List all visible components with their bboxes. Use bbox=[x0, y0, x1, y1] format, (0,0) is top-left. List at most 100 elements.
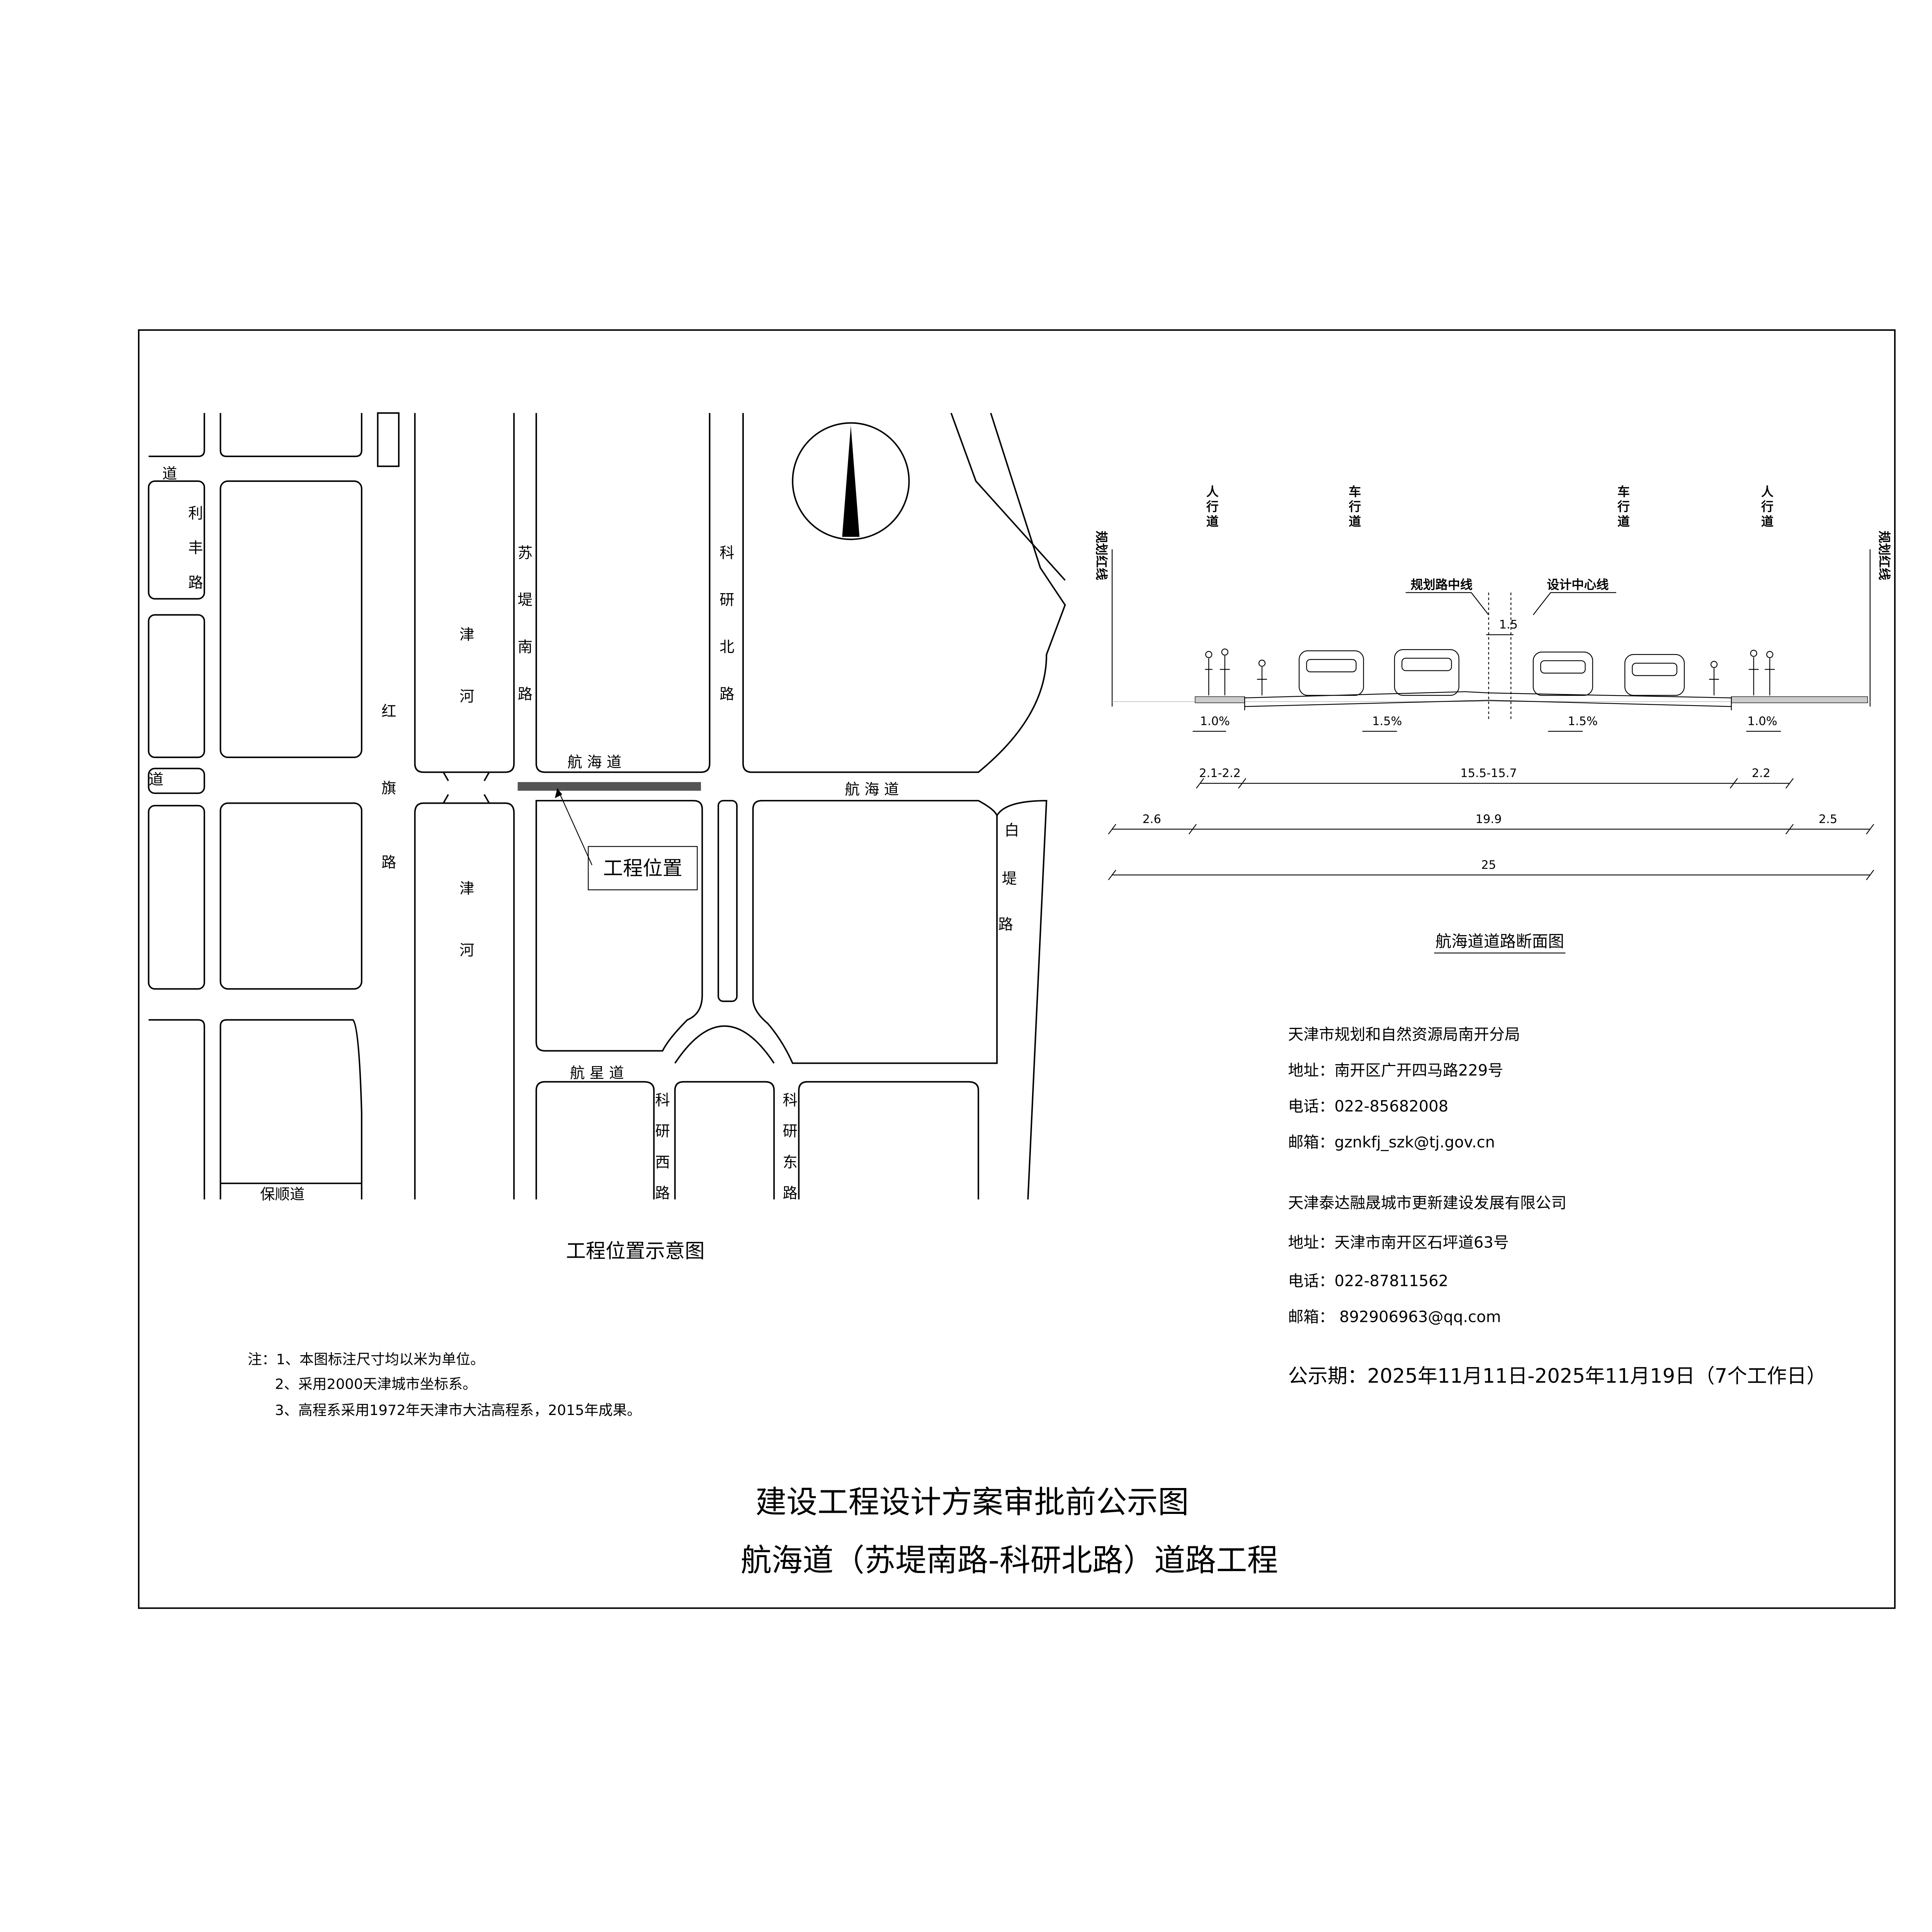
notes: 注：1、本图标注尺寸均以米为单位。 2、采用2000天津城市坐标系。 3、高程系… bbox=[248, 1351, 641, 1418]
baidi-road-3: 路 bbox=[998, 916, 1013, 933]
car-icon bbox=[1532, 651, 1593, 696]
red-line-label-right: 规划红线 bbox=[1877, 531, 1891, 580]
cross-section: 人行道 车行道 车行道 人行道 规划红线 规划红线 规划路中线 设计中心线 1.… bbox=[1094, 485, 1891, 954]
pedestrian-icon bbox=[1765, 651, 1775, 696]
keyan-east-2: 研 bbox=[783, 1123, 798, 1140]
dim-right-setback: 2.5 bbox=[1819, 813, 1837, 826]
project-location-label: 工程位置 bbox=[603, 857, 682, 880]
centerline-leaders bbox=[1405, 592, 1616, 616]
vertical-label-char: 道 bbox=[1206, 514, 1219, 529]
baidi-road-2: 堤 bbox=[1002, 870, 1017, 888]
hongqi-road-1: 红 bbox=[381, 703, 396, 720]
dim-left-setback: 2.6 bbox=[1143, 813, 1161, 826]
slope-3: 1.5% bbox=[1568, 715, 1597, 728]
contact-address-1: 地址：南开区广开四马路229号 bbox=[1288, 1062, 1503, 1080]
contact-phone-1: 电话：022-85682008 bbox=[1288, 1098, 1448, 1116]
jinhe-lower-1: 津 bbox=[459, 880, 474, 898]
contact-phone-2: 电话：022-87811562 bbox=[1288, 1272, 1448, 1290]
car-icon bbox=[1299, 650, 1364, 696]
lifeng-road-2: 丰 bbox=[188, 539, 203, 557]
planned-centerline-label: 规划路中线 bbox=[1411, 577, 1473, 592]
keyan-east-3: 东 bbox=[783, 1154, 798, 1171]
design-centerline-label: 设计中心线 bbox=[1547, 577, 1609, 592]
keyan-west-1: 科 bbox=[655, 1092, 670, 1109]
keyan-north-1: 科 bbox=[719, 544, 734, 562]
cyclist-icon bbox=[1257, 660, 1267, 696]
contact-org-1: 天津市规划和自然资源局南开分局 bbox=[1288, 1026, 1520, 1044]
jinhe-upper-2: 河 bbox=[459, 688, 474, 706]
project-location-box bbox=[588, 846, 698, 891]
vertical-label-char: 行 bbox=[1617, 499, 1630, 514]
pedestrian-icon bbox=[1748, 650, 1759, 696]
baoshun-road: 保顺道 bbox=[260, 1186, 304, 1203]
vertical-label-char: 行 bbox=[1206, 499, 1219, 514]
road-label-dao-top: 道 bbox=[162, 465, 177, 483]
label-carriageway-left: 车行道 bbox=[1348, 485, 1361, 529]
sidewalk-left bbox=[1195, 696, 1245, 703]
map-title: 工程位置示意图 bbox=[566, 1240, 705, 1263]
location-map: 工程位置 道 利 丰 路 道 红 旗 路 津 河 津 河 苏 堤 南 路 科 研… bbox=[148, 412, 1066, 1263]
vertical-label-char: 行 bbox=[1348, 499, 1361, 514]
keyan-north-3: 北 bbox=[719, 639, 734, 656]
vertical-label-char: 行 bbox=[1761, 499, 1774, 514]
dim-sidewalk-left: 2.1-2.2 bbox=[1199, 767, 1241, 780]
hongqi-road-2: 旗 bbox=[381, 780, 396, 797]
center-offset: 1.5 bbox=[1499, 618, 1518, 632]
slope-2: 1.5% bbox=[1372, 715, 1402, 728]
project-title: 航海道（苏堤南路-科研北路）道路工程 bbox=[741, 1543, 1278, 1578]
contact-address-2: 地址：天津市南开区石坪道63号 bbox=[1288, 1234, 1509, 1252]
red-line-label-left: 规划红线 bbox=[1094, 531, 1109, 580]
sudi-road-4: 路 bbox=[518, 685, 532, 703]
slope-1: 1.0% bbox=[1200, 715, 1230, 728]
lifeng-road-3: 路 bbox=[188, 574, 203, 592]
keyan-north-2: 研 bbox=[719, 592, 734, 609]
contact-org-2: 天津泰达融晟城市更新建设发展有限公司 bbox=[1288, 1194, 1566, 1212]
label-sidewalk-right: 人行道 bbox=[1761, 485, 1774, 529]
hongqi-road-3: 路 bbox=[381, 854, 396, 871]
pedestrian-icon bbox=[1220, 648, 1230, 696]
vertical-label-char: 道 bbox=[1617, 514, 1630, 529]
lifeng-road-1: 利 bbox=[188, 505, 203, 522]
road-label-dao-left: 道 bbox=[149, 771, 163, 788]
sheet-title: 建设工程设计方案审批前公示图 bbox=[755, 1484, 1189, 1520]
baidi-road-1: 白 bbox=[1004, 822, 1019, 839]
car-icon bbox=[1624, 654, 1685, 696]
pavement bbox=[1244, 691, 1732, 711]
hanghai-road-east: 航 海 道 bbox=[845, 781, 899, 798]
people bbox=[1205, 648, 1775, 696]
sudi-road-2: 堤 bbox=[518, 592, 532, 609]
contact-email-2[interactable]: 邮箱： 892906963@qq.com bbox=[1288, 1308, 1501, 1326]
cyclist-icon bbox=[1709, 661, 1719, 696]
dimension-lines bbox=[1108, 778, 1874, 880]
sidewalk-right bbox=[1731, 696, 1868, 703]
vertical-label-char: 道 bbox=[1761, 514, 1774, 529]
project-segment bbox=[517, 782, 701, 791]
pedestrian-icon bbox=[1205, 651, 1213, 696]
keyan-east-4: 路 bbox=[783, 1185, 798, 1202]
dim-sidewalk-right: 2.2 bbox=[1752, 767, 1770, 780]
note-1: 注：1、本图标注尺寸均以米为单位。 bbox=[248, 1351, 485, 1367]
map-blocks bbox=[148, 412, 1066, 1200]
car-icon bbox=[1394, 649, 1459, 696]
keyan-west-4: 路 bbox=[655, 1185, 670, 1202]
keyan-west-2: 研 bbox=[655, 1123, 670, 1140]
vertical-label-char: 道 bbox=[1349, 514, 1361, 529]
jinhe-upper-1: 津 bbox=[459, 626, 474, 643]
note-3: 3、高程系采用1972年天津市大沽高程系，2015年成果。 bbox=[275, 1402, 641, 1418]
slope-4: 1.0% bbox=[1747, 715, 1777, 728]
keyan-west-3: 西 bbox=[655, 1154, 670, 1171]
sudi-road-1: 苏 bbox=[518, 544, 532, 562]
label-carriageway-right: 车行道 bbox=[1617, 485, 1630, 529]
dim-total: 25 bbox=[1481, 858, 1496, 872]
sheet-frame bbox=[138, 329, 1896, 1609]
vehicles bbox=[1299, 649, 1685, 696]
section-title: 航海道道路断面图 bbox=[1435, 932, 1564, 951]
dim-road-width: 19.9 bbox=[1476, 813, 1502, 826]
dim-carriageway: 15.5-15.7 bbox=[1460, 767, 1517, 780]
leader-line bbox=[557, 788, 593, 866]
publicity-period: 公示期：2025年11月11日-2025年11月19日（7个工作日） bbox=[1288, 1365, 1826, 1388]
north-arrow-icon bbox=[792, 422, 910, 540]
note-2: 2、采用2000天津城市坐标系。 bbox=[275, 1376, 477, 1393]
contact-email-1[interactable]: 邮箱：gznkfj_szk@tj.gov.cn bbox=[1288, 1134, 1495, 1151]
